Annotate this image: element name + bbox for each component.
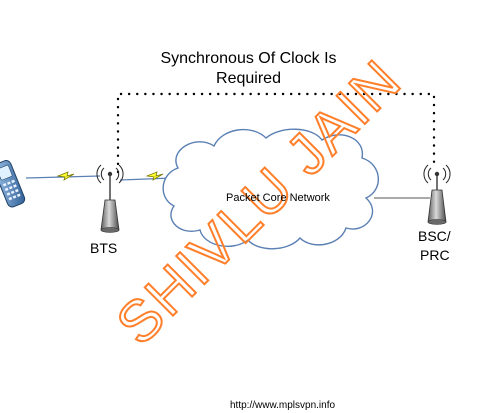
antenna-tower-icon <box>96 164 124 233</box>
bts-cloud-link <box>119 177 173 181</box>
sync-dotted-line <box>116 92 436 174</box>
diagram-title-line-1: Synchronous Of Clock Is <box>160 50 337 67</box>
mobile-phone-icon <box>0 160 26 208</box>
bts-label: BTS <box>90 240 118 256</box>
bsc-label-line-1: BSC/ <box>418 228 451 244</box>
bsc-label-line-2: PRC <box>420 247 450 263</box>
cloud-label: Packet Core Network <box>226 192 330 204</box>
footer-url: http://www.mplsvpn.info <box>230 400 336 411</box>
packet-core-cloud <box>162 128 380 250</box>
antenna-tower-icon <box>423 164 451 225</box>
lightning-bolt-icon <box>56 171 75 181</box>
lightning-bolt-icon <box>145 171 164 181</box>
diagram-title-line-2: Required <box>216 70 281 87</box>
